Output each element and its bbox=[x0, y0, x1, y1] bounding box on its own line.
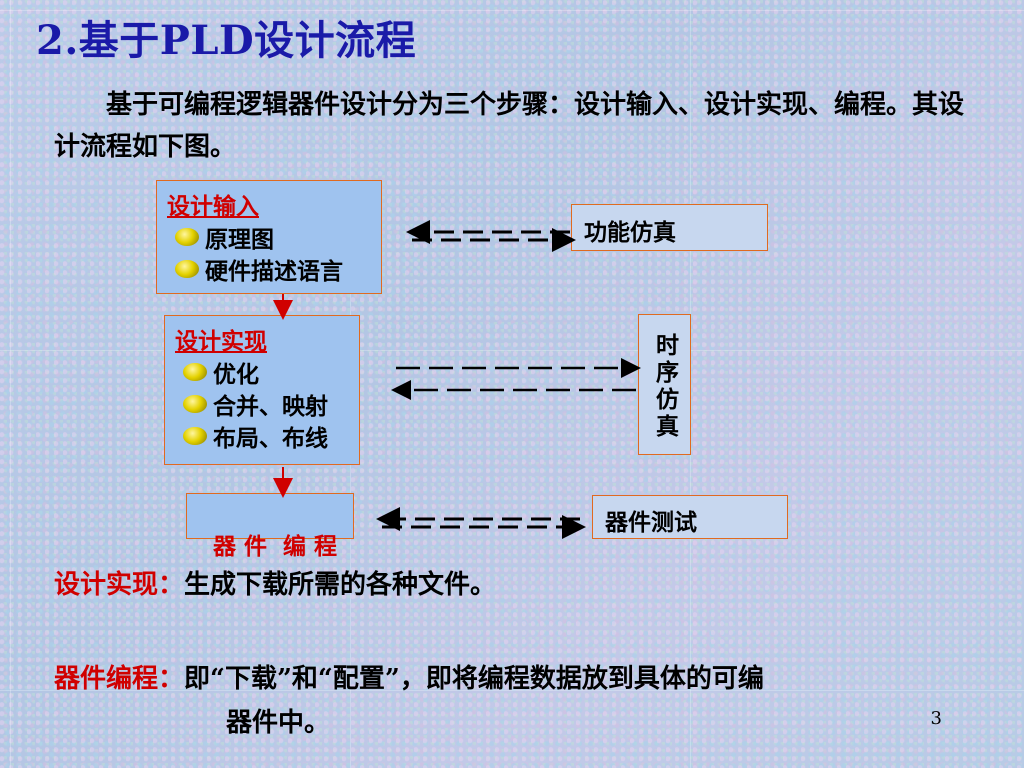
note-design-implementation: 设计实现：生成下载所需的各种文件。 bbox=[54, 570, 497, 600]
design-input-heading: 设计输入 bbox=[167, 193, 259, 220]
design-input-box: 设计输入 原理图 硬件描述语言 bbox=[156, 180, 382, 294]
device-programming-box: 器 件 编 程 bbox=[186, 493, 354, 560]
list-item: 原理图 bbox=[167, 221, 381, 253]
function-simulation-box: 功能仿真 bbox=[571, 204, 768, 251]
list-item: 优化 bbox=[175, 356, 359, 388]
intro-paragraph: 基于可编程逻辑器件设计分为三个步骤：设计输入、设计实现、编程。其设计流程如下图。 bbox=[54, 90, 965, 162]
timing-simulation-box: 时序仿真 bbox=[638, 314, 691, 455]
note-device-programming-cont: 器件中。 bbox=[226, 708, 331, 738]
device-test-box: 器件测试 bbox=[592, 495, 788, 539]
list-item: 硬件描述语言 bbox=[167, 253, 381, 285]
design-implementation-box: 设计实现 优化 合并、映射 布局、布线 bbox=[164, 315, 360, 465]
list-item: 布局、布线 bbox=[175, 420, 359, 452]
slide-title: 2.基于PLD设计流程 bbox=[36, 17, 417, 64]
note-device-programming: 器件编程：即“下载”和“配置”，即将编程数据放到具体的可编 bbox=[54, 664, 764, 694]
page-number: 3 bbox=[930, 708, 942, 729]
design-implementation-heading: 设计实现 bbox=[175, 328, 267, 355]
list-item: 合并、映射 bbox=[175, 388, 359, 420]
